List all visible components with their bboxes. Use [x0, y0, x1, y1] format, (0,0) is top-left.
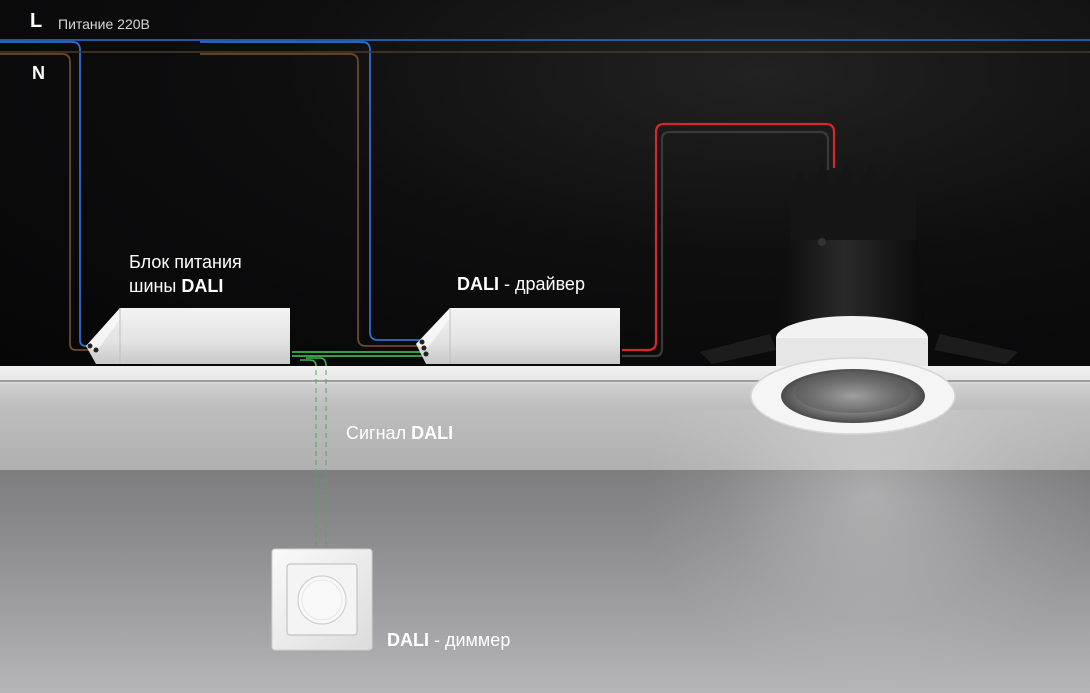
rotary-dimmer-icon	[271, 548, 373, 651]
power-label: Питание 220В	[58, 16, 150, 32]
psu-label-bold: DALI	[181, 276, 224, 296]
psu-box	[86, 308, 290, 364]
psu-label-line2: шины DALI	[129, 274, 242, 298]
psu-label: Блок питания шины DALI	[129, 250, 242, 298]
downlight-icon	[700, 160, 1018, 435]
neutral-drop-driver	[200, 53, 426, 347]
psu-label-prefix: шины	[129, 276, 182, 296]
signal-label-prefix: Сигнал	[346, 423, 412, 443]
driver-label-bold: DALI	[457, 274, 499, 294]
dimmer-label-suffix: - диммер	[429, 630, 511, 650]
wall	[0, 470, 1090, 693]
dimmer-label: DALI - диммер	[387, 630, 510, 651]
led-positive-wire	[622, 122, 836, 352]
driver-box	[416, 308, 620, 364]
light-glow	[640, 410, 1090, 693]
driver-label: DALI - драйвер	[457, 274, 585, 295]
signal-label-bold: DALI	[411, 423, 454, 443]
dimmer-label-bold: DALI	[387, 630, 429, 650]
neutral-drop-psu	[0, 53, 96, 351]
neutral-label: N	[32, 63, 45, 83]
driver-label-suffix: - драйвер	[499, 274, 585, 294]
psu-label-line1: Блок питания	[129, 252, 242, 272]
led-negative-wire	[622, 130, 830, 358]
dali-bus-4	[306, 357, 327, 367]
line-drop-driver	[200, 41, 428, 341]
dali-bus-3	[300, 359, 317, 367]
signal-label: Сигнал DALI	[346, 423, 453, 444]
line-label: L	[30, 10, 43, 32]
line-drop-psu	[0, 41, 98, 347]
